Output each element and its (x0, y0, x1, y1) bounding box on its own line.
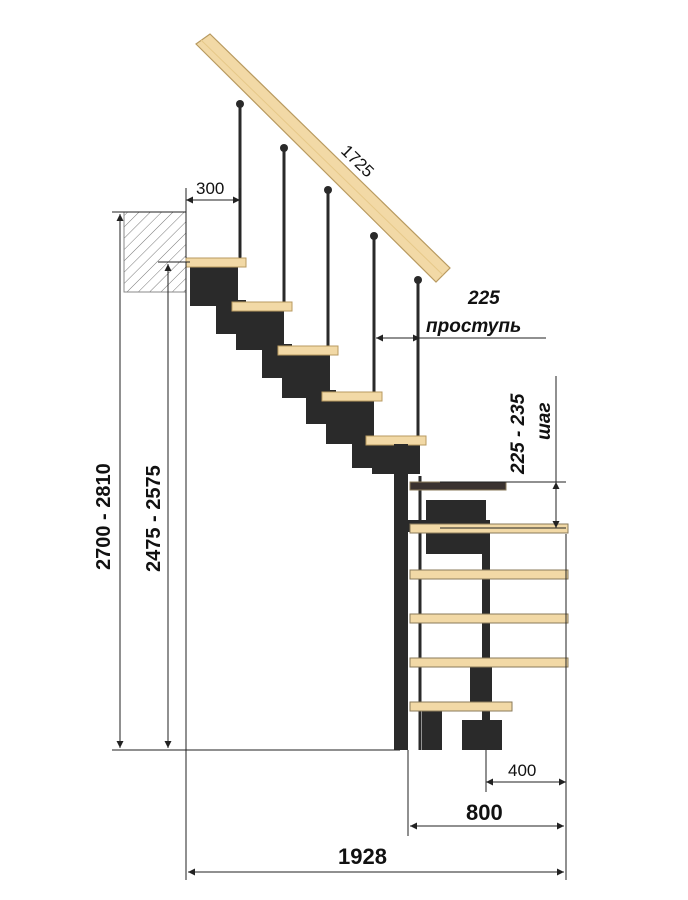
handrail (195, 33, 451, 283)
balusters (238, 104, 420, 440)
total-length-label: 1928 (338, 844, 387, 869)
total-height-dim: 2700 - 2810 (93, 211, 400, 751)
bottom-offset-label: 400 (508, 761, 536, 780)
top-offset-label: 300 (196, 179, 224, 198)
baluster-caps (236, 100, 422, 284)
lower-width-dim: 800 (407, 750, 567, 836)
total-height-label: 2700 - 2810 (93, 463, 115, 570)
bottom-offset-dim: 400 (485, 534, 567, 792)
floor-height-label: 2475 - 2575 (143, 465, 165, 572)
tread-depth-dim: 225 проступь (376, 288, 546, 342)
tread-depth-caption: проступь (426, 316, 521, 337)
floor-height-dim: 2475 - 2575 (143, 261, 190, 748)
lower-width-label: 800 (466, 800, 503, 825)
top-offset-dim: 300 (185, 179, 241, 258)
floor-slab (123, 211, 187, 293)
step-height-dim: 225 - 235 шаг (440, 376, 566, 529)
step-height-value: 225 - 235 (508, 393, 529, 475)
total-length-dim: 1928 (185, 262, 567, 880)
step-height-caption: шаг (534, 402, 555, 440)
tread-depth-value: 225 (467, 288, 500, 309)
